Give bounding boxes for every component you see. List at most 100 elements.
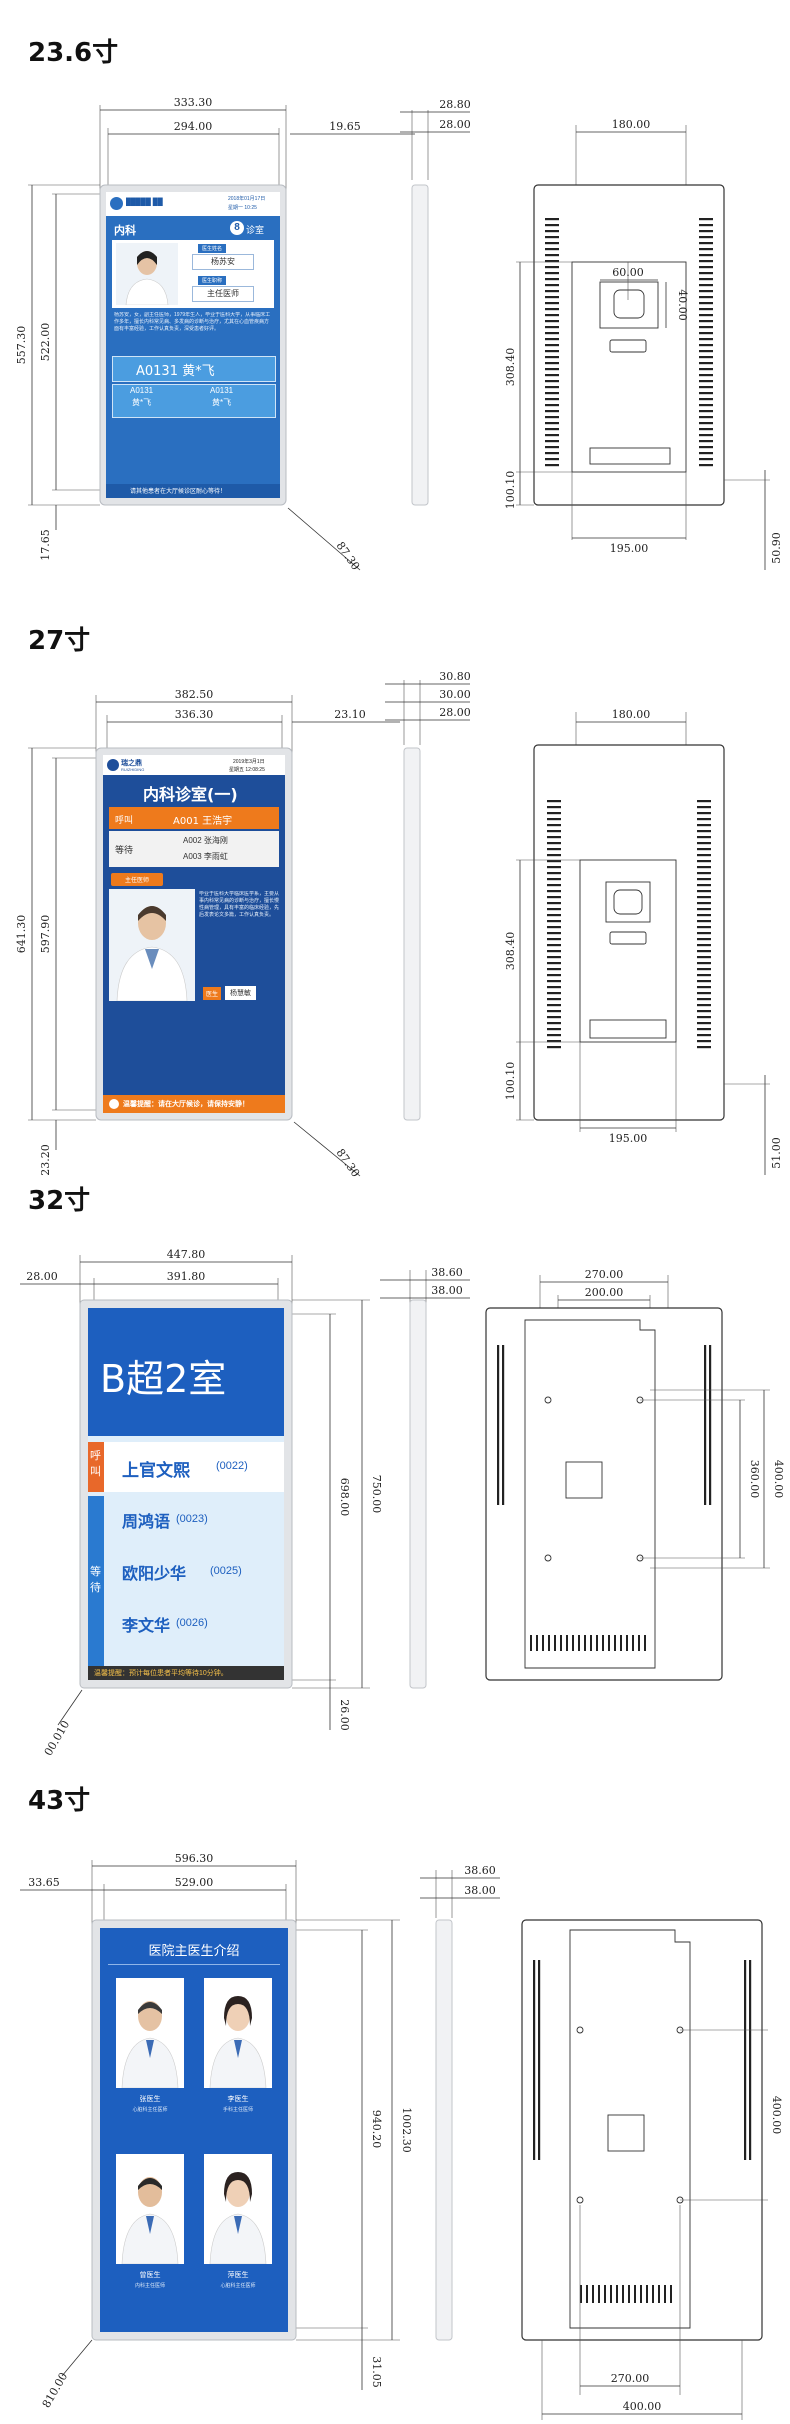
size-title: 43寸: [28, 1786, 91, 1816]
dim-depth-inner: 28.00: [439, 706, 471, 719]
calling-ticket: A001 王浩宇: [173, 816, 233, 827]
bell-icon: [109, 1099, 119, 1109]
dim-side-margin: 19.65: [329, 120, 361, 133]
waiting-2: A003 李雨虹: [183, 852, 228, 861]
waiting-no-3: (0026): [176, 1617, 208, 1629]
dim-depth-inner: 38.00: [431, 1284, 463, 1297]
screen-32: B超2室 呼叫 上官文熙 (0022) 等待 周鸿语 (0023) 欧阳少华 (…: [88, 1308, 284, 1680]
dim-left-margin: 33.65: [28, 1876, 60, 1889]
dim-back-height: 308.40: [504, 348, 517, 387]
dim-diagonal: 00.010: [42, 1718, 73, 1758]
hospital-name: █████ ██: [126, 199, 163, 206]
waiting-no-2: A0131: [210, 386, 234, 395]
doctor-name: 杨苏安: [192, 254, 254, 270]
dim-active-height: 940.20: [370, 2110, 383, 2149]
dim-active-height: 522.00: [39, 323, 52, 362]
doctor-name: 萍医生: [227, 2272, 249, 2279]
footer-notice: 温馨提醒：预计每位患者平均等待10分钟。: [94, 1670, 228, 1677]
waiting-name-1: 黄*飞: [132, 398, 152, 407]
doctor-name: 杨慧敏: [225, 986, 256, 1000]
doctor-card: 曾医生 内科主任医师: [110, 2154, 190, 2322]
dim-depth: 28.80: [439, 98, 471, 111]
brand-logo-icon: [107, 759, 119, 771]
label-waiting: 等待: [90, 1565, 101, 1594]
dim-width: 333.30: [174, 96, 213, 109]
doctor-card: 萍医生 心脏科主任医师: [198, 2154, 278, 2322]
doctor-name: 曾医生: [139, 2272, 161, 2279]
waiting-no-1: A0131: [130, 386, 154, 395]
label-calling: 呼叫: [90, 1449, 101, 1478]
intro-text: 杨苏安，女，副主任医师，1979年生人，毕业于医科大学，从事临床工作多年，擅长内…: [114, 312, 271, 332]
doctor-desc: 内科主任医师: [134, 2283, 165, 2289]
dim-bottom-margin: 17.65: [39, 529, 52, 561]
waiting-1: A002 张海刚: [183, 836, 228, 845]
dim-back-lower: 100.10: [504, 1062, 517, 1101]
dim-bottom-margin: 31.05: [370, 2356, 383, 2388]
dim-back-bottom-w: 195.00: [609, 1132, 648, 1145]
size-title: 23.6寸: [28, 38, 119, 68]
intro-text: 毕业于医科大学临床医学系，主要从事内科常见病的诊断与治疗，擅长慢性病管理，具有丰…: [199, 891, 279, 918]
label-doctor: 医生: [203, 987, 222, 1000]
section-27: 27寸: [0, 620, 790, 1180]
dim-active-width: 529.00: [175, 1876, 214, 1889]
doctor-card: 张医生 心脏科主任医师: [110, 1978, 190, 2146]
doctor-title: 主任医师: [192, 286, 254, 302]
dim-depth: 38.60: [464, 1864, 496, 1877]
room-title: B超2室: [100, 1357, 227, 1401]
waiting-name-1: 周鸿语: [122, 1512, 171, 1531]
section-32: 32寸: [0, 1180, 790, 1780]
size-title: 32寸: [28, 1186, 91, 1216]
waiting-no-2: (0025): [210, 1565, 242, 1577]
dim-height: 750.00: [370, 1475, 383, 1514]
doctor-title-badge: 主任医师: [111, 873, 164, 886]
dim-height: 1002.30: [400, 2107, 413, 2153]
dim-depth-inner: 38.00: [464, 1884, 496, 1897]
dim-active-height: 698.00: [338, 1478, 351, 1517]
section-43: 43寸: [0, 1780, 790, 2424]
dim-active-width: 391.80: [167, 1270, 206, 1283]
date: 2019年3月1日: [233, 759, 265, 765]
doctor-desc: 手科主任医师: [222, 2107, 253, 2113]
calling-name: 上官文熙: [122, 1461, 190, 1481]
room-suffix: 诊室: [246, 226, 265, 236]
time: 星期一 10:25: [228, 205, 257, 211]
doctor-card: 李医生 手科主任医师: [198, 1978, 278, 2146]
waiting-name-3: 李文华: [122, 1616, 171, 1635]
screen-title: 医院主医生介绍: [148, 1944, 240, 1959]
dim-back-width: 400.00: [623, 2400, 662, 2413]
dim-back-height: 400.00: [772, 1460, 785, 1499]
dim-side-margin: 23.10: [334, 708, 366, 721]
doctor-name: 李医生: [227, 2096, 249, 2103]
doctor-desc: 心脏科主任医师: [132, 2107, 168, 2113]
label-doctor-name: 医生姓名: [198, 244, 227, 253]
calling-ticket: A0131 黄*飞: [136, 364, 215, 379]
section-23-6: 23.6寸: [0, 0, 790, 620]
dim-depth: 30.80: [439, 670, 471, 683]
dim-depth-mid: 30.00: [439, 688, 471, 701]
label-calling: 呼叫: [115, 816, 134, 826]
dim-back-inner-w: 270.00: [611, 2372, 650, 2385]
dim-width: 596.30: [175, 1852, 214, 1865]
waiting-name-2: 黄*飞: [212, 398, 232, 407]
dim-height: 557.30: [15, 326, 28, 365]
dim-width: 447.80: [167, 1248, 206, 1261]
dim-back-height: 308.40: [504, 932, 517, 971]
dim-back-width: 180.00: [612, 118, 651, 131]
dim-left-margin: 28.00: [26, 1270, 58, 1283]
dim-bracket-w: 60.00: [612, 266, 644, 279]
dim-back-inner-h: 360.00: [748, 1460, 761, 1499]
screen-43: 医院主医生介绍 张医生 心脏科主任医师: [100, 1928, 288, 2332]
doctor-photo: [116, 2154, 184, 2264]
dim-back-bottom-w: 195.00: [610, 542, 649, 555]
brand: 瑞之鼎: [121, 759, 142, 767]
waiting-no-1: (0023): [176, 1513, 208, 1525]
screen-23-6: █████ ██ 2018年01月17日 星期一 10:25 内科 8 诊室 医…: [106, 192, 280, 498]
footer-notice: 温馨提醒：请在大厅候诊，请保持安静！: [123, 1100, 249, 1108]
doctor-name: 张医生: [139, 2096, 161, 2103]
department: 内科诊室(一): [143, 785, 238, 804]
dim-active-width: 336.30: [175, 708, 214, 721]
dim-back-bottom-h: 50.90: [770, 532, 783, 564]
calling-no: (0022): [216, 1460, 248, 1472]
doctor-photo: [204, 2154, 272, 2264]
dim-diagonal: 87.30: [334, 1146, 363, 1179]
